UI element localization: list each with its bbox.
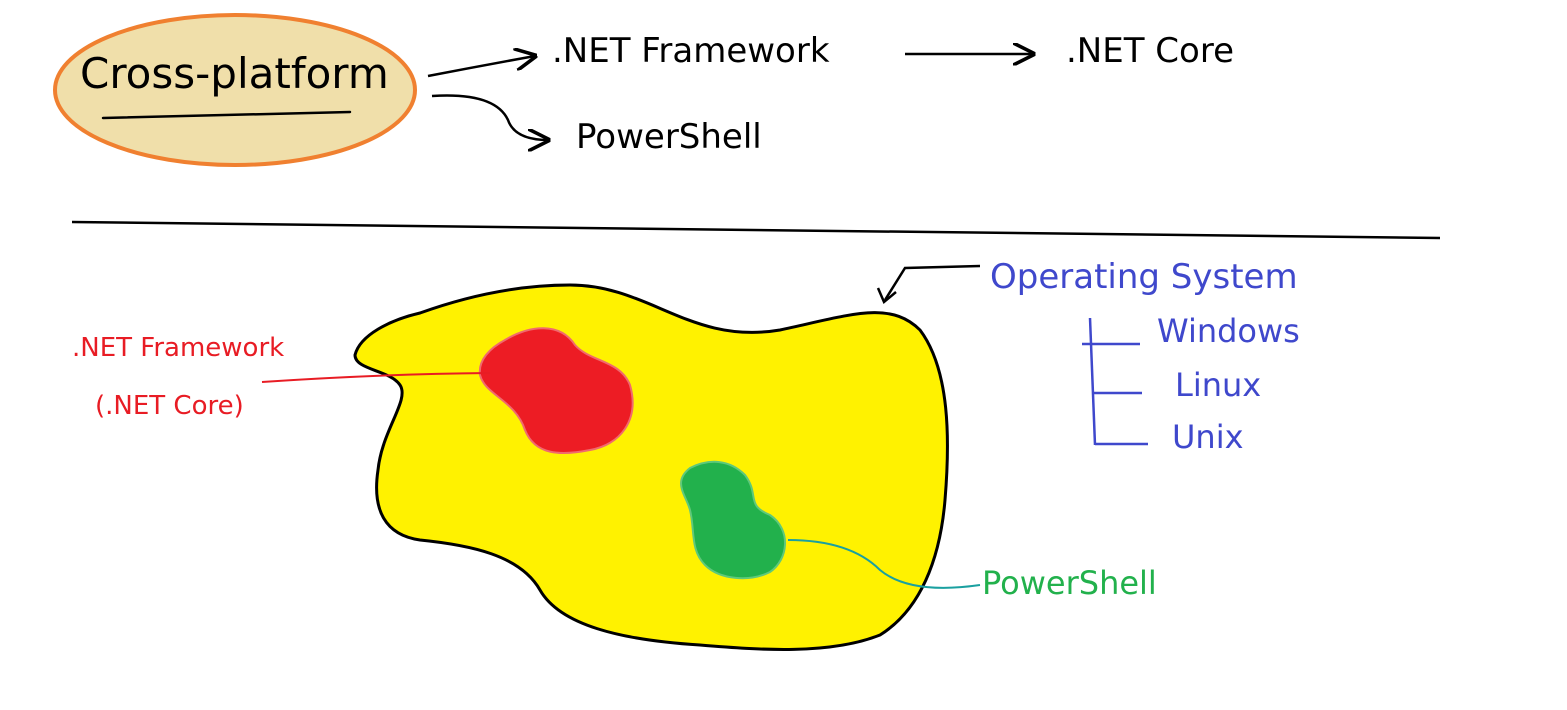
arrow-to-framework [427, 56, 535, 78]
os-item-linux: Linux [1175, 366, 1261, 404]
cross-platform-label: Cross-platform [80, 49, 389, 98]
cross-platform-bubble: Cross-platform [53, 13, 417, 167]
powershell-area [680, 460, 786, 580]
dotnet-label-line1: .NET Framework [72, 333, 284, 363]
dotnet-area [478, 327, 634, 455]
os-item-windows: Windows [1157, 312, 1300, 350]
dotnet-label-line2: (.NET Core) [95, 391, 244, 421]
dotnet-leader-line [261, 372, 491, 383]
framework-label: .NET Framework [552, 31, 830, 71]
core-label: .NET Core [1066, 31, 1234, 71]
powershell-top-label: PowerShell [576, 117, 762, 157]
section-divider [71, 220, 1441, 240]
cross-platform-underline [101, 110, 352, 120]
os-pointer-arrow [883, 264, 981, 301]
powershell-bottom-label: PowerShell [982, 564, 1157, 602]
os-tree-trunk [1088, 317, 1097, 446]
arrow-to-powershell [431, 94, 548, 141]
operating-system-area [353, 283, 949, 651]
os-title: Operating System [990, 257, 1298, 297]
os-pointer-arrowhead [876, 287, 897, 305]
cross-platform-ellipse [53, 13, 417, 167]
os-item-unix: Unix [1172, 418, 1244, 456]
powershell-leader-line [787, 539, 981, 589]
